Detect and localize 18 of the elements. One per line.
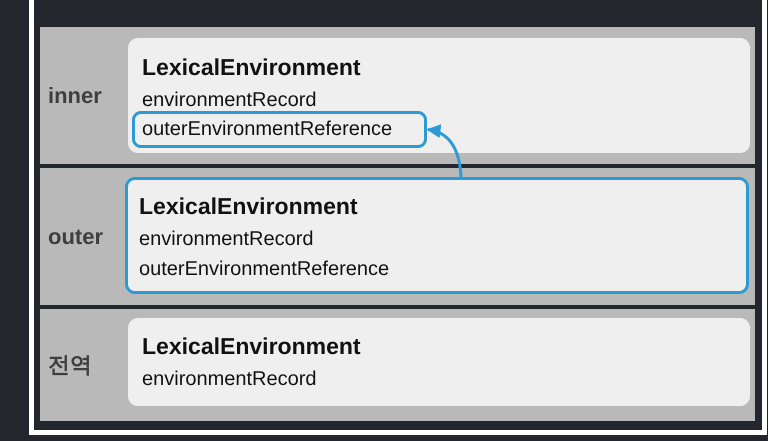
band-label: 전역 [48,352,92,378]
field-name: outerEnvironmentReference [139,257,390,282]
card-heading: LexicalEnvironment [142,332,361,361]
field-name: environmentRecord [139,227,314,252]
environment-card [125,177,749,294]
highlighted-entry: outerEnvironmentReference [132,111,427,148]
environment-card [128,38,750,153]
card-heading: LexicalEnvironment [139,192,358,221]
field-name: environmentRecord [142,88,317,113]
arrow [426,124,462,178]
band-label: outer [48,224,103,250]
layer-band [40,309,755,421]
environment-card [128,318,750,406]
layer-band [40,168,755,305]
field-name: environmentRecord [142,367,317,392]
band-label: inner [48,82,102,108]
card-heading: LexicalEnvironment [142,53,361,82]
layer-band [40,27,755,164]
